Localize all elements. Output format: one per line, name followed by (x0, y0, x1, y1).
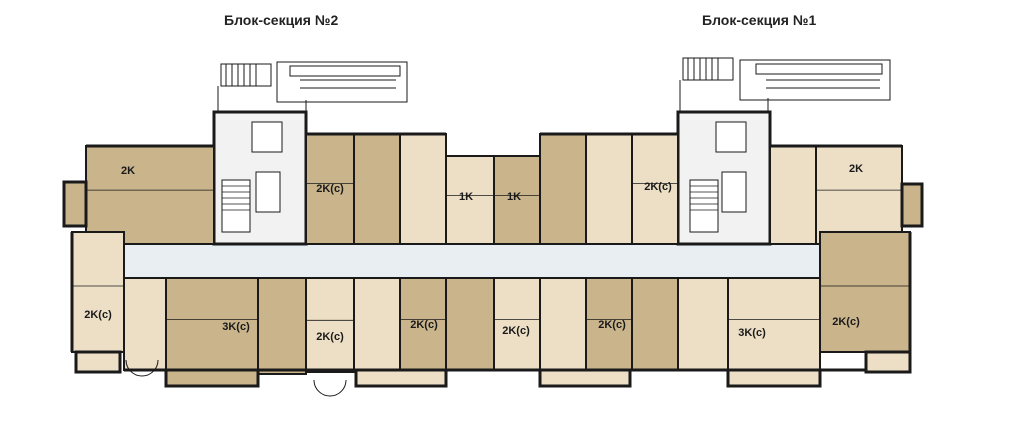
apartment-label: 1K (459, 191, 473, 203)
apartment-label: 2K (121, 165, 135, 177)
room (539, 277, 587, 371)
apartment-label: 2K(c) (832, 316, 860, 328)
room (769, 145, 817, 245)
apartments: 2K 2K(c) 1K 1K 2K(c) 2K 2K(c) 3K(c) 2K(c) 2K(c) 2K… (70, 132, 912, 375)
room (677, 277, 729, 371)
apartment (727, 277, 821, 371)
balconies (62, 180, 924, 388)
apartment-label: 2K(c) (316, 331, 344, 343)
apartment (631, 133, 679, 245)
room (399, 133, 447, 245)
room (539, 133, 587, 245)
entrance-left (217, 61, 408, 112)
core-right (676, 110, 772, 246)
entrance-right (679, 57, 891, 112)
apartment (819, 231, 911, 353)
apartment-label: 2K(c) (598, 319, 626, 331)
apartment (165, 277, 259, 371)
apartment (493, 155, 541, 245)
room (353, 133, 401, 245)
apartment (815, 145, 903, 245)
apartment (85, 145, 215, 245)
room (257, 277, 307, 375)
room (123, 277, 167, 371)
apartment (445, 155, 495, 245)
section-title-2: Блок-секция №2 (224, 12, 339, 28)
apartment-label: 2K(c) (502, 325, 530, 337)
bay-windows (125, 359, 347, 397)
apartment (305, 277, 355, 373)
exterior-wall (70, 132, 912, 372)
apartment (493, 277, 541, 371)
apartment-label: 3K(c) (738, 327, 766, 339)
room (631, 277, 679, 371)
core-left (212, 110, 308, 246)
apartment-label: 2K (849, 163, 863, 175)
room (353, 277, 401, 371)
apartment-label: 3K(c) (222, 321, 250, 333)
apartment-label: 2K(c) (410, 319, 438, 331)
apartment-label: 2K(c) (316, 183, 344, 195)
apartment (71, 231, 125, 353)
apartment-label: 2K(c) (84, 309, 112, 321)
apartment-label: 1K (507, 191, 521, 203)
apartment (399, 277, 447, 371)
room (445, 277, 495, 371)
room (585, 133, 633, 245)
apartment (585, 277, 633, 371)
section-title-1: Блок-секция №1 (702, 12, 817, 28)
apartment-label: 2K(c) (644, 181, 672, 193)
corridor (120, 244, 820, 278)
